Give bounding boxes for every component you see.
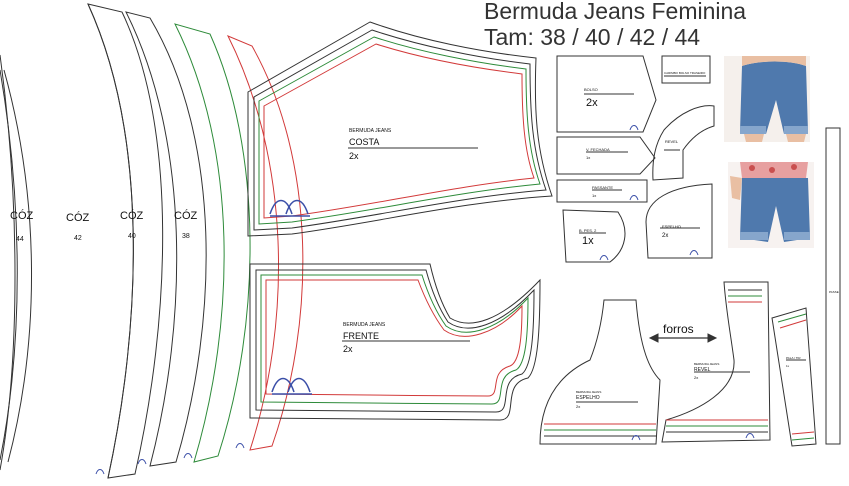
front-piece-name: FRENTE (343, 331, 379, 341)
brand-logo-small (95, 125, 755, 475)
front-piece-small: BERMUDA JEANS (343, 322, 386, 328)
belt-loop-qty: 1x (592, 193, 597, 198)
fly-small: V. FECHADA (586, 147, 610, 152)
mirror-small-piece (645, 183, 713, 259)
label-box-text: CARIMBO BOLSO TRASEIRO (664, 71, 706, 75)
belt-loop-piece (556, 179, 648, 203)
strip-edge (0, 54, 16, 471)
front-piece (249, 263, 541, 421)
front-piece-qty: 2x (343, 344, 353, 354)
waistband-extra-lines (3, 69, 33, 463)
lining-strip (771, 307, 817, 447)
mirror-small-qty: 2x (662, 233, 669, 239)
back-piece-name: COSTA (349, 137, 380, 147)
small-facing-qty: 1x (582, 235, 594, 247)
lining-revel-small: BERMUDA JEANS (694, 362, 720, 366)
small-facing-piece (562, 209, 626, 263)
fly-piece (556, 136, 656, 175)
pocket-piece (556, 55, 657, 133)
product-photo-back (724, 56, 810, 142)
label-box (661, 55, 711, 84)
lining-espelho-small: BERMUDA JEANS (576, 390, 602, 394)
size-range: Tam: 38 / 40 / 42 / 44 (484, 24, 701, 50)
pocket-small: BOLSO (584, 87, 598, 92)
back-piece-qty: 2x (349, 151, 359, 161)
lining-revel-qty: 2x (694, 375, 699, 380)
revel-small-piece (652, 105, 715, 181)
long-strip-label: PASSE (829, 290, 839, 294)
lining-espelho-qty: 2x (576, 404, 581, 409)
forros-label: forros (663, 322, 694, 336)
belt-loop-small: PASSANTE (592, 185, 614, 190)
waistband-40-size: 40 (128, 233, 136, 240)
waistband-44-label: CÓZ (10, 210, 34, 222)
brand-logo-back (269, 199, 310, 217)
waistband-42 (87, 3, 207, 479)
long-strip (825, 127, 841, 445)
waistband-44-size: 44 (16, 236, 24, 243)
fly-qty: 1x (586, 155, 591, 160)
back-piece-small: BERMUDA JEANS (349, 128, 392, 134)
brand-logo-front (271, 377, 312, 395)
waistband-42-size: 42 (74, 235, 82, 242)
mirror-small-label: ESPELHO (662, 224, 681, 229)
waistband-40 (174, 23, 251, 463)
lining-strip-qty: 1x (786, 364, 790, 368)
revel-small-label: REVEL (665, 139, 679, 144)
lining-espelho-name: ESPELHO (576, 395, 600, 401)
back-piece (247, 21, 553, 237)
waistband-38 (226, 35, 304, 451)
pocket-qty: 2x (586, 97, 598, 109)
waistband-42-label: CÓZ (66, 212, 90, 224)
waistband-38-label: CÓZ (174, 210, 198, 222)
product-photo-front (728, 162, 814, 248)
lining-strip-small: PALA / TIR (786, 356, 801, 360)
forros-arrow (648, 333, 718, 343)
waistband-38-size: 38 (182, 233, 190, 240)
waistband-40-label: CÓZ (120, 210, 144, 222)
lining-revel-name: REVEL (694, 367, 711, 373)
lining-revel (661, 281, 771, 443)
lining-espelho (539, 299, 661, 445)
page-title: Bermuda Jeans Feminina (484, 0, 747, 24)
small-facing-small: B. PES. 2 (579, 228, 597, 233)
